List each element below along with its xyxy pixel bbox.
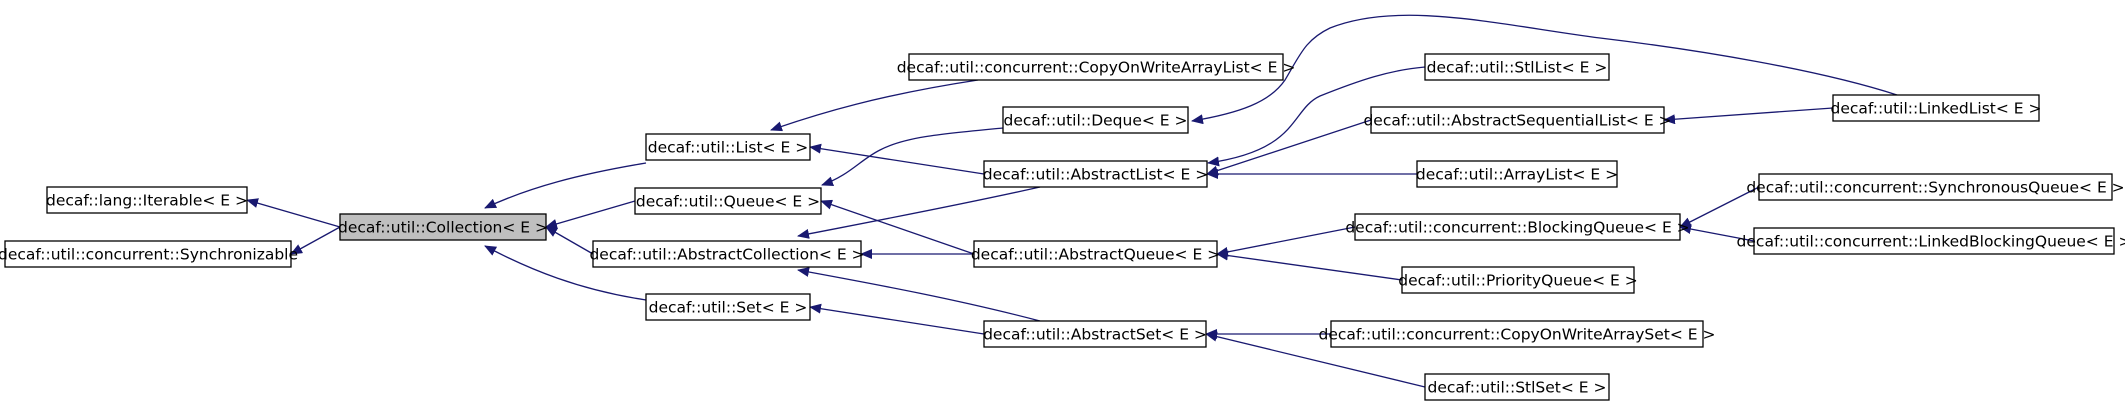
- edge-deque-to-queue: [821, 127, 1004, 187]
- edge-abstract-set-to-set: [809, 303, 985, 335]
- node-stl-set[interactable]: decaf::util::StlSet< E >: [1424, 373, 1610, 401]
- node-label: decaf::util::Collection< E >: [338, 219, 548, 237]
- node-box: [645, 133, 811, 161]
- node-label: decaf::util::StlList< E >: [1427, 59, 1608, 77]
- node-box: [645, 293, 811, 321]
- edge-synchronous-queue-to-blocking-queue: [1679, 186, 1760, 228]
- node-box: [908, 53, 1284, 81]
- node-linked-list[interactable]: decaf::util::LinkedList< E >: [1831, 94, 2042, 122]
- node-abstract-collection[interactable]: decaf::util::AbstractCollection< E >: [589, 240, 865, 268]
- node-box: [339, 213, 547, 241]
- node-label: decaf::util::AbstractQueue< E >: [971, 246, 1220, 264]
- node-box: [1758, 173, 2113, 201]
- node-abstract-list[interactable]: decaf::util::AbstractList< E >: [983, 160, 1208, 188]
- node-cow-array-set[interactable]: decaf::util::concurrent::CopyOnWriteArra…: [1319, 320, 1716, 348]
- node-box: [592, 240, 862, 268]
- node-label: decaf::util::concurrent::Synchronizable: [0, 246, 298, 264]
- node-label: decaf::util::List< E >: [648, 139, 808, 157]
- node-box: [973, 240, 1218, 268]
- edge-stl-list-to-abstract-list: [1207, 66, 1426, 167]
- node-box: [983, 320, 1207, 348]
- node-label: decaf::util::concurrent::BlockingQueue< …: [1345, 219, 1689, 237]
- node-set[interactable]: decaf::util::Set< E >: [645, 293, 811, 321]
- edge-abstract-queue-to-queue: [820, 199, 975, 255]
- edge-linked-list-to-abstract-sequential-list: [1663, 107, 1834, 125]
- node-label: decaf::util::concurrent::CopyOnWriteArra…: [1319, 326, 1716, 344]
- node-synchronous-queue[interactable]: decaf::util::concurrent::SynchronousQueu…: [1746, 173, 2125, 201]
- edge-abstract-list-to-abstract-collection: [797, 186, 1041, 239]
- node-box: [1416, 160, 1618, 188]
- edge-blocking-queue-to-abstract-queue: [1216, 226, 1356, 257]
- node-synchronizable[interactable]: decaf::util::concurrent::Synchronizable: [0, 240, 298, 268]
- edge-cow-array-list-to-list: [770, 79, 979, 132]
- node-stl-list[interactable]: decaf::util::StlList< E >: [1424, 53, 1610, 81]
- node-label: decaf::util::StlSet< E >: [1428, 379, 1607, 397]
- node-label: decaf::util::AbstractCollection< E >: [589, 246, 864, 264]
- nodes-layer: decaf::lang::Iterable< E >decaf::util::c…: [0, 53, 2125, 401]
- node-linked-blocking-queue[interactable]: decaf::util::concurrent::LinkedBlockingQ…: [1737, 227, 2125, 255]
- node-iterable[interactable]: decaf::lang::Iterable< E >: [46, 186, 248, 214]
- node-label: decaf::util::PriorityQueue< E >: [1398, 272, 1637, 290]
- node-box: [1354, 213, 1681, 241]
- node-deque[interactable]: decaf::util::Deque< E >: [1002, 106, 1189, 134]
- node-label: decaf::util::Set< E >: [649, 299, 808, 317]
- node-label: decaf::util::AbstractSet< E >: [983, 326, 1207, 344]
- node-label: decaf::util::concurrent::SynchronousQueu…: [1746, 179, 2124, 197]
- edge-priority-queue-to-abstract-queue: [1216, 250, 1403, 281]
- node-label: decaf::util::AbstractSequentialList< E >: [1363, 112, 1671, 130]
- node-abstract-set[interactable]: decaf::util::AbstractSet< E >: [983, 320, 1207, 348]
- node-array-list[interactable]: decaf::util::ArrayList< E >: [1416, 160, 1618, 188]
- node-box: [4, 240, 292, 268]
- edge-collection-to-iterable: [246, 198, 341, 228]
- node-cow-array-list[interactable]: decaf::util::concurrent::CopyOnWriteArra…: [897, 53, 1296, 81]
- node-box: [983, 160, 1208, 188]
- node-priority-queue[interactable]: decaf::util::PriorityQueue< E >: [1398, 266, 1638, 294]
- edge-linked-blocking-queue-to-blocking-queue: [1679, 224, 1755, 242]
- node-box: [1002, 106, 1189, 134]
- node-box: [1753, 227, 2115, 255]
- node-label: decaf::util::Queue< E >: [636, 193, 820, 211]
- node-label: decaf::util::concurrent::LinkedBlockingQ…: [1737, 233, 2125, 251]
- node-label: decaf::util::AbstractList< E >: [983, 166, 1208, 184]
- node-box: [1330, 320, 1704, 348]
- node-box: [1832, 94, 2040, 122]
- node-box: [1370, 106, 1665, 134]
- edge-list-to-collection: [484, 162, 647, 209]
- edge-queue-to-collection: [545, 200, 636, 229]
- edges-layer: [246, 14, 1898, 388]
- node-label: decaf::util::concurrent::CopyOnWriteArra…: [897, 59, 1296, 77]
- node-box: [46, 186, 248, 214]
- node-label: decaf::util::LinkedList< E >: [1831, 100, 2042, 118]
- node-label: decaf::lang::Iterable< E >: [46, 192, 248, 210]
- node-box: [1401, 266, 1635, 294]
- node-list[interactable]: decaf::util::List< E >: [645, 133, 811, 161]
- edge-stl-set-to-abstract-set: [1205, 331, 1426, 388]
- node-box: [1424, 53, 1610, 81]
- node-abstract-sequential-list[interactable]: decaf::util::AbstractSequentialList< E >: [1363, 106, 1672, 134]
- node-queue[interactable]: decaf::util::Queue< E >: [634, 187, 822, 215]
- edge-abstract-set-to-abstract-collection: [797, 267, 1041, 322]
- edge-linked-list-to-deque: [1191, 14, 1898, 125]
- edge-collection-to-synchronizable: [290, 226, 341, 255]
- node-collection: decaf::util::Collection< E >: [338, 213, 548, 241]
- edge-abstract-sequential-list-to-abstract-list: [1206, 119, 1372, 176]
- node-box: [634, 187, 822, 215]
- edge-set-to-collection: [484, 245, 647, 301]
- node-abstract-queue[interactable]: decaf::util::AbstractQueue< E >: [971, 240, 1220, 268]
- node-box: [1424, 373, 1610, 401]
- edge-abstract-collection-to-collection: [545, 226, 594, 255]
- edge-abstract-list-to-list: [809, 143, 985, 175]
- node-blocking-queue[interactable]: decaf::util::concurrent::BlockingQueue< …: [1345, 213, 1690, 241]
- node-label: decaf::util::Deque< E >: [1004, 112, 1188, 130]
- node-label: decaf::util::ArrayList< E >: [1416, 166, 1618, 184]
